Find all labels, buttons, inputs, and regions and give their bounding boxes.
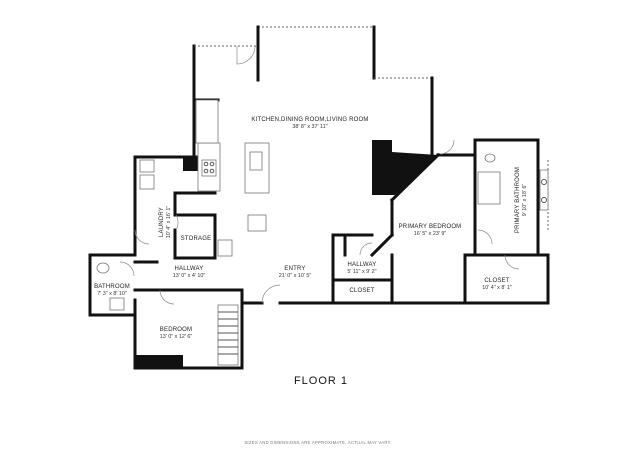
walls (88, 25, 550, 370)
room-name-closet-small: CLOSET (349, 288, 374, 294)
toilet (96, 262, 110, 274)
doors (119, 45, 520, 305)
fixtures (96, 99, 549, 366)
room-name-primary-bedroom: PRIMARY BEDROOM (399, 224, 462, 230)
dryer (139, 159, 155, 173)
toilet-primary (484, 153, 496, 163)
room-name-hallway-left: HALLWAY (175, 266, 204, 272)
room-dims-bathroom: 7' 3" x 8' 10" (97, 291, 127, 297)
room-name-laundry: LAUNDRY (159, 207, 165, 237)
counter-top (195, 99, 219, 144)
room-dims-hallway-right: 5' 11" x 9' 2" (347, 269, 376, 275)
cabinet (247, 214, 267, 232)
washer (139, 174, 155, 190)
bathtub (477, 171, 501, 205)
room-dims-hallway-left: 13' 0" x 4' 10" (173, 273, 206, 279)
room-dims-bedroom: 13' 0" x 12' 6" (160, 334, 193, 340)
water-heater (217, 239, 233, 257)
room-name-storage: STORAGE (181, 236, 212, 242)
room-name-kitchen: KITCHEN,DINING ROOM,LIVING ROOM (251, 117, 368, 123)
room-name-closet-primary: CLOSET (484, 278, 509, 284)
room-dims-entry: 21' 0" x 10' 5" (279, 273, 312, 279)
wall-masses (135, 140, 438, 368)
vanity (539, 169, 549, 211)
room-name-bedroom: BEDROOM (160, 327, 192, 333)
room-dims-primary-bathroom: 9' 10" x 18' 6" (522, 184, 528, 217)
room-name-bathroom: BATHROOM (94, 284, 130, 290)
room-labels: KITCHEN,DINING ROOM,LIVING ROOM 38' 8" x… (94, 117, 528, 340)
room-dims-closet-primary: 10' 4" x 8' 1" (482, 285, 512, 291)
room-dims-kitchen: 38' 8" x 37' 11" (292, 124, 327, 130)
stairs (217, 304, 239, 366)
room-name-entry: ENTRY (284, 266, 305, 272)
sink (109, 297, 125, 311)
room-dims-primary-bedroom: 16' 5" x 23' 9" (414, 231, 447, 237)
room-dims-laundry: 10' 4" x 16' 1" (166, 206, 172, 239)
kitchen-sink (249, 151, 263, 171)
disclaimer-note: SIZES AND DIMENSIONS ARE APPROXIMATE, AC… (244, 440, 391, 445)
room-name-hallway-right: HALLWAY (348, 262, 377, 268)
stove (201, 159, 217, 177)
floor-title: FLOOR 1 (294, 375, 348, 387)
room-name-primary-bathroom: PRIMARY BATHROOM (515, 167, 521, 233)
